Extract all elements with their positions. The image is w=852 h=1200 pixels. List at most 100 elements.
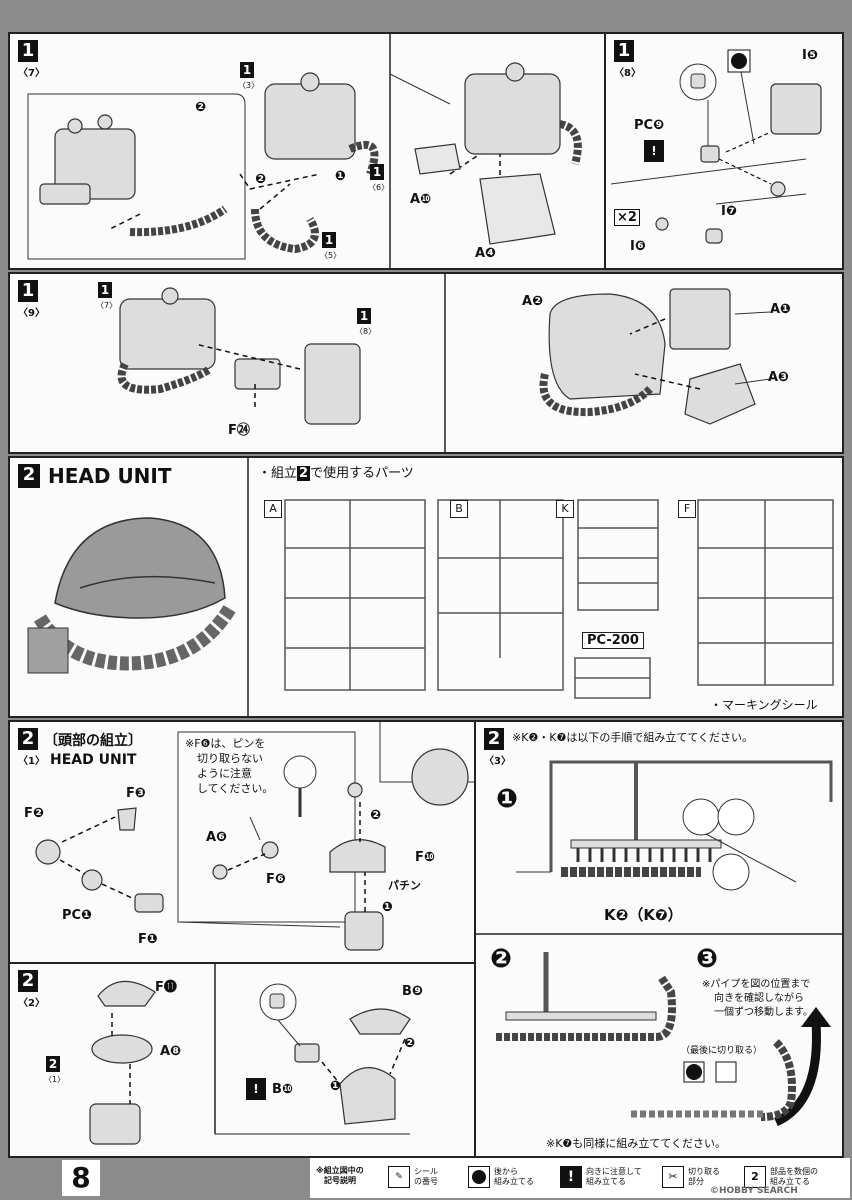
step-sub: 〈9〉 [18, 308, 45, 319]
step-sub: 〈1〉 [18, 756, 45, 767]
marker-2: ❷ [370, 808, 382, 823]
runner-a-label: A [264, 500, 282, 518]
marker-2a: ❷ [195, 100, 207, 115]
part-a8: A❽ [160, 1044, 182, 1059]
panel-step1-9: 1 〈9〉 [8, 272, 844, 454]
cut-icon: ✂ [662, 1166, 684, 1188]
ref-sub-1: 〈1〉 [44, 1075, 66, 1084]
part-pc9: PC❾ [634, 118, 665, 133]
part-a4: A❹ [475, 246, 497, 261]
part-f10: F❿ [415, 850, 435, 865]
part-i5: I❺ [802, 48, 818, 63]
substep-3: ❸ [696, 944, 719, 974]
last-cut-label: （最後に切り取る） [681, 1046, 763, 1056]
step-number: 1 [18, 280, 38, 302]
assembly-drawing-2-3 [476, 760, 842, 1127]
pin-caution-note: ※F❻は、ピンを 切り取らない ように注意 してください。 [185, 736, 273, 796]
page-number: 8 [62, 1160, 100, 1196]
part-a6: A❻ [206, 830, 228, 845]
legend-heading: ※組立図中の 記号説明 [316, 1166, 364, 1186]
ref-step-7: 1 [98, 282, 112, 298]
ref-step-8: 1 [357, 308, 371, 324]
step-sub: 〈7〉 [18, 68, 45, 79]
marker-1: ❶ [382, 900, 394, 915]
marker-1: ❶ [330, 1079, 342, 1094]
part-a3: A❸ [768, 370, 790, 385]
legend-item-3-line2: 組み立てる [586, 1177, 626, 1186]
ref-sub-6: 〈6〉 [368, 183, 390, 192]
step-number: 2 [484, 728, 504, 750]
runner-b-label: B [450, 500, 468, 518]
legend-item-3-line1: 向きに注意して [586, 1167, 642, 1176]
marker-2: ❷ [404, 1036, 416, 1051]
part-i6: I❻ [630, 239, 646, 254]
step-number: 2 [18, 728, 38, 750]
step-sub: 〈3〉 [484, 756, 511, 767]
step-number: 2 [18, 464, 40, 488]
head-unit-drawing [27, 458, 834, 716]
step-sub: 〈2〉 [18, 998, 45, 1009]
panel-step1-7: 1 〈7〉 [8, 32, 606, 270]
part-b9: B❾ [402, 984, 423, 999]
section-title: HEAD UNIT [48, 464, 172, 488]
legend-item-2-line2: 組み立てる [494, 1177, 534, 1186]
panel-head-unit: 2 HEAD UNIT [8, 456, 844, 718]
marker-1: ❶ [335, 169, 347, 184]
step-number: 1 [18, 40, 38, 62]
legend-item-2: 後から 組み立てる [494, 1167, 534, 1187]
part-b10: B❿ [272, 1082, 293, 1097]
note-line-3: ように注意 [197, 767, 252, 780]
part-k2-k7: K❷（K❼） [604, 906, 683, 924]
legend-heading-1: ※組立図中の [316, 1166, 364, 1175]
ref-sub-3: 〈3〉 [238, 81, 260, 90]
legend-item-5-line1: 部品を数個の [770, 1167, 818, 1176]
panel-step1-8: 1 〈8〉 I❺ PC❾ ! I❼ I [604, 32, 844, 270]
assemble-last-icon [468, 1166, 490, 1188]
k7-footer-note: ※K❼も同様に組み立ててください。 [546, 1137, 726, 1150]
note3-line-3: 一個ずつ移動します。 [714, 1007, 813, 1018]
legend-item-5: 部品を数個の 組み立てる [770, 1167, 818, 1187]
panel-step2-1: 2 〈1〉 〔頭部の組立〕 HEAD UNIT [8, 720, 476, 964]
step-sub: 〈8〉 [614, 68, 641, 79]
part-pc1: PC❶ [62, 908, 93, 923]
note-line-4: してください。 [197, 782, 274, 795]
sticker-label: ・マーキングシール [710, 698, 818, 712]
part-a1: A❶ [770, 302, 792, 317]
part-i7: I❼ [721, 204, 737, 219]
legend-item-4-line1: 切り取る [688, 1167, 720, 1176]
symbol-legend: ※組立図中の 記号説明 ✎ シール の番号 後から 組み立てる ! 向きに注意し… [310, 1158, 850, 1198]
step-number: 2 [18, 970, 38, 992]
part-f11: F⓫ [155, 980, 177, 995]
part-a2: A❷ [522, 294, 544, 309]
caution-icon: ! [644, 140, 664, 162]
legend-heading-2: 記号説明 [324, 1176, 356, 1185]
k-assembly-note: ※K❷・K❼は以下の手順で組み立ててください。 [512, 731, 754, 744]
step-title-jp: 〔頭部の組立〕 [44, 733, 142, 749]
multiple-icon: 2 [744, 1166, 766, 1188]
panel-step2-3: 2 〈3〉 ※K❷・K❼は以下の手順で組み立ててください。 [474, 720, 844, 1158]
legend-item-4: 切り取る 部分 [688, 1167, 720, 1187]
parts-caption-step: 2 [297, 466, 311, 481]
caution-icon: ! [246, 1078, 266, 1100]
assembly-drawing-2-2 [89, 964, 411, 1145]
pipe-move-note: ※パイプを図の位置まで 向きを確認しながら 一個ずつ移動します。 [702, 978, 813, 1020]
ref-step-3: 1 [240, 62, 254, 78]
legend-item-1-line1: シール [414, 1167, 438, 1176]
ref-sub-8: 〈8〉 [355, 327, 377, 336]
pc-runner-label: PC-200 [582, 632, 644, 649]
parts-caption-post: で使用するパーツ [310, 466, 414, 481]
ref-sub-7: 〈7〉 [96, 301, 118, 310]
assembly-drawing-1-9 [117, 274, 771, 452]
part-f3: F❸ [126, 786, 146, 801]
note3-line-2: 向きを確認しながら [714, 993, 804, 1004]
legend-item-4-line2: 部分 [688, 1177, 704, 1186]
ref-step-1: 2 [46, 1056, 60, 1072]
legend-item-1-line2: の番号 [414, 1177, 438, 1186]
part-a10: A❿ [410, 192, 432, 207]
part-f1: F❶ [138, 932, 158, 947]
assembly-drawing-2-1 [35, 722, 474, 951]
panel-step2-2: 2 〈2〉 F⓫ A❽ B❾ ! B❿ 2 〈 [8, 962, 476, 1158]
ref-sub-5: 〈5〉 [320, 251, 342, 260]
